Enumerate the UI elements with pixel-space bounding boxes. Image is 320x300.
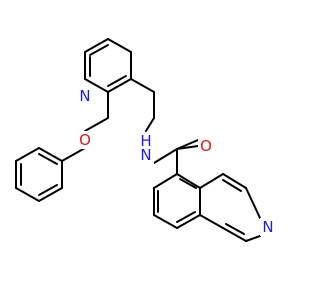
pyridine-bond bbox=[84, 38, 109, 53]
isoquinoline-bond bbox=[222, 173, 247, 189]
phenyl-double-bond bbox=[38, 184, 58, 196]
amide-hydrogen-label: H bbox=[140, 132, 151, 150]
amide-nitrogen-label: N bbox=[140, 146, 151, 164]
phenyl-bond bbox=[38, 147, 63, 162]
pyridine-double-bond bbox=[89, 44, 109, 56]
isoquinoline-bond bbox=[176, 214, 201, 229]
isoquinoline-double-bond bbox=[222, 179, 242, 192]
phenyl-double-bond bbox=[38, 153, 58, 165]
isoquinoline-bond bbox=[153, 214, 178, 229]
ether-oxygen-label: O bbox=[79, 131, 91, 149]
phenyl-bond bbox=[61, 147, 86, 162]
ether-bond bbox=[84, 117, 109, 132]
pyridine-nitrogen-label: N bbox=[79, 87, 90, 105]
molecule-structure: N O H N O N bbox=[15, 38, 276, 242]
phenyl-bond bbox=[15, 147, 40, 162]
amide-bond bbox=[153, 148, 178, 164]
carbonyl-oxygen-label: O bbox=[200, 137, 212, 155]
atom-label-layer: N O H N O N bbox=[77, 87, 276, 236]
isoquinoline-bond bbox=[222, 227, 247, 242]
pyridine-bond bbox=[84, 78, 109, 93]
carbonyl-double-bond bbox=[176, 139, 199, 150]
bond-layer bbox=[15, 38, 261, 242]
phenyl-bond bbox=[38, 187, 63, 202]
pyridine-double-bond bbox=[107, 75, 127, 87]
isoquinoline-double-bond bbox=[225, 223, 245, 235]
isoquinoline-double-bond bbox=[176, 211, 196, 223]
isoquinoline-nitrogen-label: N bbox=[262, 218, 273, 236]
pyridine-bond bbox=[107, 78, 132, 93]
isoquinoline-bond bbox=[245, 187, 261, 219]
isoquinoline-bond bbox=[199, 214, 224, 229]
phenyl-bond bbox=[15, 187, 40, 202]
molecule-canvas: N O H N O N bbox=[15, 38, 276, 242]
linker-bond bbox=[130, 78, 155, 93]
isoquinoline-double-bond bbox=[179, 178, 197, 189]
isoquinoline-bond bbox=[199, 173, 224, 189]
isoquinoline-bond bbox=[176, 173, 201, 189]
isoquinoline-bond bbox=[153, 173, 178, 189]
isoquinoline-bond bbox=[245, 235, 261, 242]
linker-bond bbox=[145, 117, 155, 132]
pyridine-bond bbox=[107, 38, 132, 53]
